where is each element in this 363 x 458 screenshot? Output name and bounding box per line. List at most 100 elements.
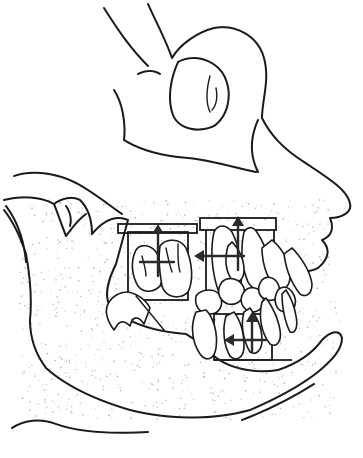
stipple-dot xyxy=(210,232,211,233)
stipple-dot xyxy=(54,402,55,403)
stipple-dot xyxy=(226,305,227,306)
stipple-dot xyxy=(134,217,136,219)
stipple-dot xyxy=(99,271,101,273)
stipple-dot xyxy=(167,215,168,216)
stipple-dot xyxy=(77,394,78,395)
stipple-dot xyxy=(80,314,81,315)
stipple-dot xyxy=(171,303,172,304)
stipple-dot xyxy=(303,238,305,240)
stipple-dot xyxy=(199,267,201,269)
stipple-dot xyxy=(75,312,76,313)
stipple-dot xyxy=(100,292,101,293)
stipple-dot xyxy=(219,219,220,220)
coronoid-process xyxy=(66,206,71,226)
stipple-dot xyxy=(31,207,33,209)
stipple-dot xyxy=(124,274,126,276)
stipple-dot xyxy=(212,392,214,394)
stipple-dot xyxy=(52,411,54,413)
stipple-dot xyxy=(203,376,205,378)
stipple-dot xyxy=(44,399,45,400)
stipple-dot xyxy=(163,315,164,316)
stipple-dot xyxy=(283,378,284,379)
stipple-dot xyxy=(334,307,336,309)
stipple-dot xyxy=(182,380,183,381)
stipple-dot xyxy=(319,335,321,337)
stipple-dot xyxy=(277,314,278,315)
stipple-dot xyxy=(95,370,96,371)
stipple-dot xyxy=(91,375,92,376)
stipple-dot xyxy=(245,390,247,392)
stipple-dot xyxy=(56,307,57,308)
stipple-dot xyxy=(184,375,185,376)
stipple-dot xyxy=(310,337,311,338)
stipple-dot xyxy=(233,363,234,364)
stipple-dot xyxy=(317,287,319,289)
stipple-dot xyxy=(102,304,103,305)
stipple-dot xyxy=(49,368,50,369)
stipple-dot xyxy=(83,224,84,225)
stipple-dot xyxy=(91,409,92,410)
stipple-dot xyxy=(113,228,114,229)
stipple-dot xyxy=(88,290,89,291)
stipple-dot xyxy=(317,207,319,209)
stipple-dot xyxy=(323,200,324,201)
stipple-dot xyxy=(180,214,181,215)
stipple-dot xyxy=(186,297,187,298)
stipple-dot xyxy=(248,203,250,205)
stipple-dot xyxy=(185,202,187,204)
stipple-dot xyxy=(57,239,59,241)
stipple-dot xyxy=(153,405,154,406)
stipple-dot xyxy=(285,349,286,350)
stipple-dot xyxy=(313,244,314,245)
stipple-dot xyxy=(192,227,194,229)
stipple-dot xyxy=(318,395,320,397)
stipple-dot xyxy=(323,254,324,255)
stipple-dot xyxy=(68,373,69,374)
stipple-dot xyxy=(116,288,118,290)
stipple-dot xyxy=(154,303,155,304)
stipple-dot xyxy=(118,279,119,280)
stipple-dot xyxy=(325,406,326,407)
stipple-dot xyxy=(313,206,314,207)
stipple-dot xyxy=(310,399,311,400)
stipple-dot xyxy=(243,375,244,376)
stipple-dot xyxy=(311,417,312,418)
stipple-dot xyxy=(330,396,331,397)
stipple-dot xyxy=(286,241,287,242)
stipple-dot xyxy=(325,274,326,275)
stipple-dot xyxy=(114,290,115,291)
stipple-dot xyxy=(148,389,149,390)
stipple-dot xyxy=(274,384,276,386)
stipple-dot xyxy=(19,303,21,305)
stipple-dot xyxy=(97,349,98,350)
stipple-dot xyxy=(157,348,158,349)
stipple-dot xyxy=(96,324,97,325)
stipple-dot xyxy=(297,312,298,313)
stipple-dot xyxy=(79,213,80,214)
stipple-dot xyxy=(118,384,119,385)
stipple-dot xyxy=(58,406,59,407)
stipple-dot xyxy=(169,377,171,379)
stipple-dot xyxy=(66,376,67,377)
stipple-dot xyxy=(186,330,187,331)
stipple-dot xyxy=(50,220,51,221)
stipple-dot xyxy=(139,333,140,334)
stipple-dot xyxy=(223,390,224,391)
stipple-dot xyxy=(182,391,183,392)
stipple-dot xyxy=(333,343,334,344)
stipple-dot xyxy=(111,417,112,418)
stipple-dot xyxy=(36,284,37,285)
stipple-dot xyxy=(185,322,187,324)
stipple-dot xyxy=(281,244,282,245)
stipple-dot xyxy=(60,202,62,204)
stipple-dot xyxy=(167,213,169,215)
stipple-dot xyxy=(100,379,101,380)
stipple-dot xyxy=(229,201,230,202)
stipple-dot xyxy=(130,413,131,414)
stipple-dot xyxy=(32,329,33,330)
stipple-dot xyxy=(258,369,259,370)
stipple-dot xyxy=(142,381,143,382)
stipple-dot xyxy=(78,211,80,213)
stipple-dot xyxy=(66,360,67,361)
